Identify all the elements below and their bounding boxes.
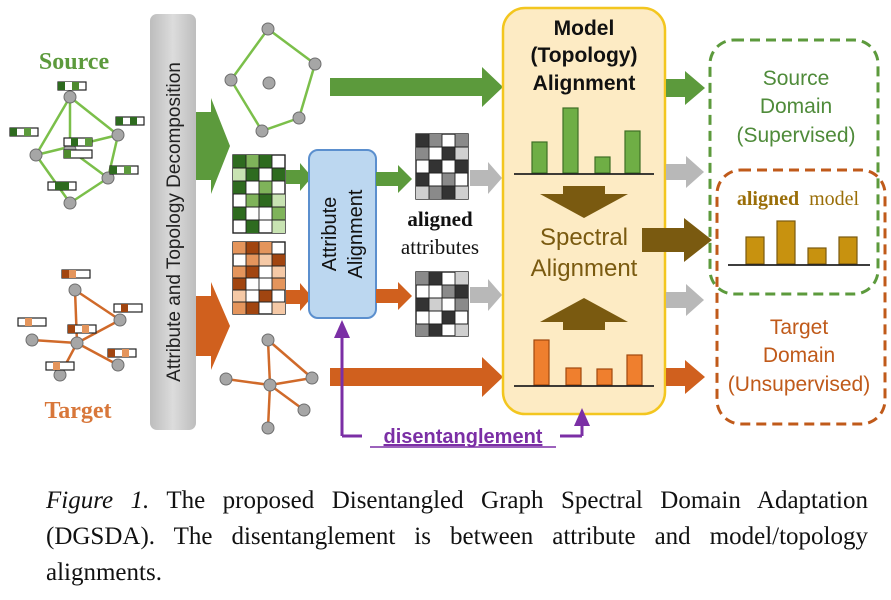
target-attribute-matrix <box>232 241 286 315</box>
figure-caption: Figure 1. The proposed Disentangled Grap… <box>46 483 868 591</box>
attribute-vector-icon <box>9 81 145 191</box>
model-alignment-title-3: Alignment <box>533 72 636 95</box>
aligned-model-spectrum <box>728 220 870 266</box>
target-domain-label-2: Domain <box>763 344 835 367</box>
source-attributed-graph <box>9 81 145 210</box>
gray-output-arrows <box>666 156 704 316</box>
decomposition-label: Attribute and Topology Decomposition <box>164 62 185 382</box>
attribute-alignment-label-1: Attribute <box>319 197 341 271</box>
source-spectrum-chart <box>514 107 654 175</box>
disentanglement-bracket <box>334 320 590 438</box>
model-alignment-title-2: (Topology) <box>531 44 638 67</box>
decomposition-bar <box>150 14 196 430</box>
spectral-down-arrow <box>540 186 628 218</box>
target-output-arrow <box>666 360 705 394</box>
model-alignment-title-1: Model <box>554 17 615 40</box>
target-spectrum-chart <box>514 339 654 387</box>
source-domain-box <box>708 38 880 296</box>
aligned-source-matrix <box>415 133 469 200</box>
aligned-attributes-label: attributes <box>401 235 479 259</box>
target-attributed-graph <box>17 269 143 382</box>
source-topology-arrow <box>330 67 503 107</box>
source-label: Source <box>39 49 110 75</box>
target-topology-graph <box>219 333 319 435</box>
source-attribute-matrix <box>232 154 286 234</box>
target-split-arrow <box>196 282 230 370</box>
caption-label: Figure 1. <box>46 487 150 514</box>
source-domain-label-2: Domain <box>760 95 832 118</box>
aligned-source-arrow <box>376 165 412 193</box>
source-topology-graph <box>224 22 322 138</box>
attribute-alignment-box <box>308 149 377 319</box>
aligned-model-bold: aligned <box>737 188 799 210</box>
target-matrix-arrow <box>286 283 312 311</box>
attribute-alignment-label-2: Alignment <box>345 189 367 278</box>
source-output-arrow <box>666 71 705 105</box>
aligned-target-arrow <box>376 282 412 310</box>
dgsda-figure: Source Target <box>9 6 887 448</box>
caption-text: The proposed Disentangled Graph Spectral… <box>46 487 868 586</box>
source-split-arrow <box>196 98 230 194</box>
source-domain-label-1: Source <box>763 67 830 90</box>
target-topology-arrow <box>330 357 503 397</box>
source-domain-label-3: (Supervised) <box>736 124 855 147</box>
aligned-model-rest: model <box>809 188 859 210</box>
spectral-up-arrow <box>540 298 628 330</box>
spectral-alignment-label-1: Spectral <box>540 224 628 251</box>
spectral-alignment-label-2: Alignment <box>531 255 638 282</box>
target-domain-label-3: (Unsupervised) <box>728 373 870 396</box>
gray-arrows <box>470 162 502 311</box>
aligned-target-matrix <box>415 271 469 337</box>
aligned-attributes-bold: aligned <box>407 207 473 231</box>
source-matrix-arrow <box>286 163 312 191</box>
target-domain-box <box>715 168 887 426</box>
disentanglement-label: disentanglement <box>384 426 543 448</box>
spectral-output-arrow <box>642 218 712 262</box>
target-label: Target <box>44 398 111 424</box>
aligned-model-label: aligned model <box>737 188 860 210</box>
target-domain-label-1: Target <box>770 316 829 339</box>
